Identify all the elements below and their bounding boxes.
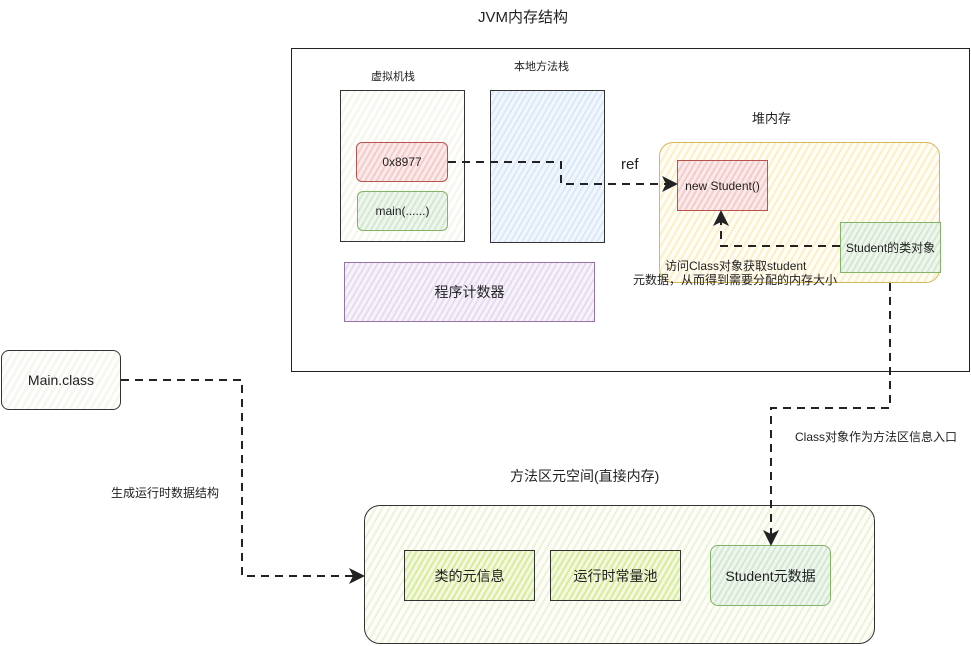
class-entry-label: Class对象作为方法区信息入口 xyxy=(795,430,958,444)
native-method-stack[interactable] xyxy=(490,90,605,243)
runtime-constant-pool-label: 运行时常量池 xyxy=(573,567,658,584)
class-meta-info[interactable]: 类的元信息 xyxy=(404,550,535,601)
student-metadata-label: Student元数据 xyxy=(725,567,816,584)
main-class-node[interactable]: Main.class xyxy=(1,350,121,410)
main-class-label: Main.class xyxy=(27,372,95,388)
generate-runtime-label: 生成运行时数据结构 xyxy=(111,486,220,500)
main-class-to-method-area-arrow xyxy=(121,379,365,584)
student-object-label: new Student() xyxy=(685,178,760,193)
student-metadata[interactable]: Student元数据 xyxy=(710,545,831,606)
diagram-title: JVM内存结构 xyxy=(478,9,569,26)
heap-note-line1: 访问Class对象获取student xyxy=(665,259,807,273)
native-stack-label: 本地方法栈 xyxy=(514,61,569,73)
stack-frame-reference[interactable]: 0x8977 xyxy=(356,142,448,182)
main-frame-label: main(......) xyxy=(375,204,430,218)
reference-value: 0x8977 xyxy=(382,155,422,169)
class-meta-info-label: 类的元信息 xyxy=(434,567,505,584)
runtime-constant-pool[interactable]: 运行时常量池 xyxy=(550,550,681,601)
ref-label: ref xyxy=(621,156,639,173)
heap-label: 堆内存 xyxy=(752,111,792,126)
student-class-object[interactable]: Student的类对象 xyxy=(840,222,941,273)
program-counter[interactable]: 程序计数器 xyxy=(344,262,595,322)
student-object[interactable]: new Student() xyxy=(677,160,768,211)
student-class-object-label: Student的类对象 xyxy=(845,241,936,255)
method-area-label: 方法区元空间(直接内存) xyxy=(510,468,660,484)
jvm-memory-frame[interactable] xyxy=(291,48,970,372)
vm-stack-label: 虚拟机栈 xyxy=(371,71,415,83)
heap-note-line2: 元数据，从而得到需要分配的内存大小 xyxy=(633,273,838,287)
program-counter-label: 程序计数器 xyxy=(434,284,505,300)
stack-frame-main[interactable]: main(......) xyxy=(357,191,448,231)
